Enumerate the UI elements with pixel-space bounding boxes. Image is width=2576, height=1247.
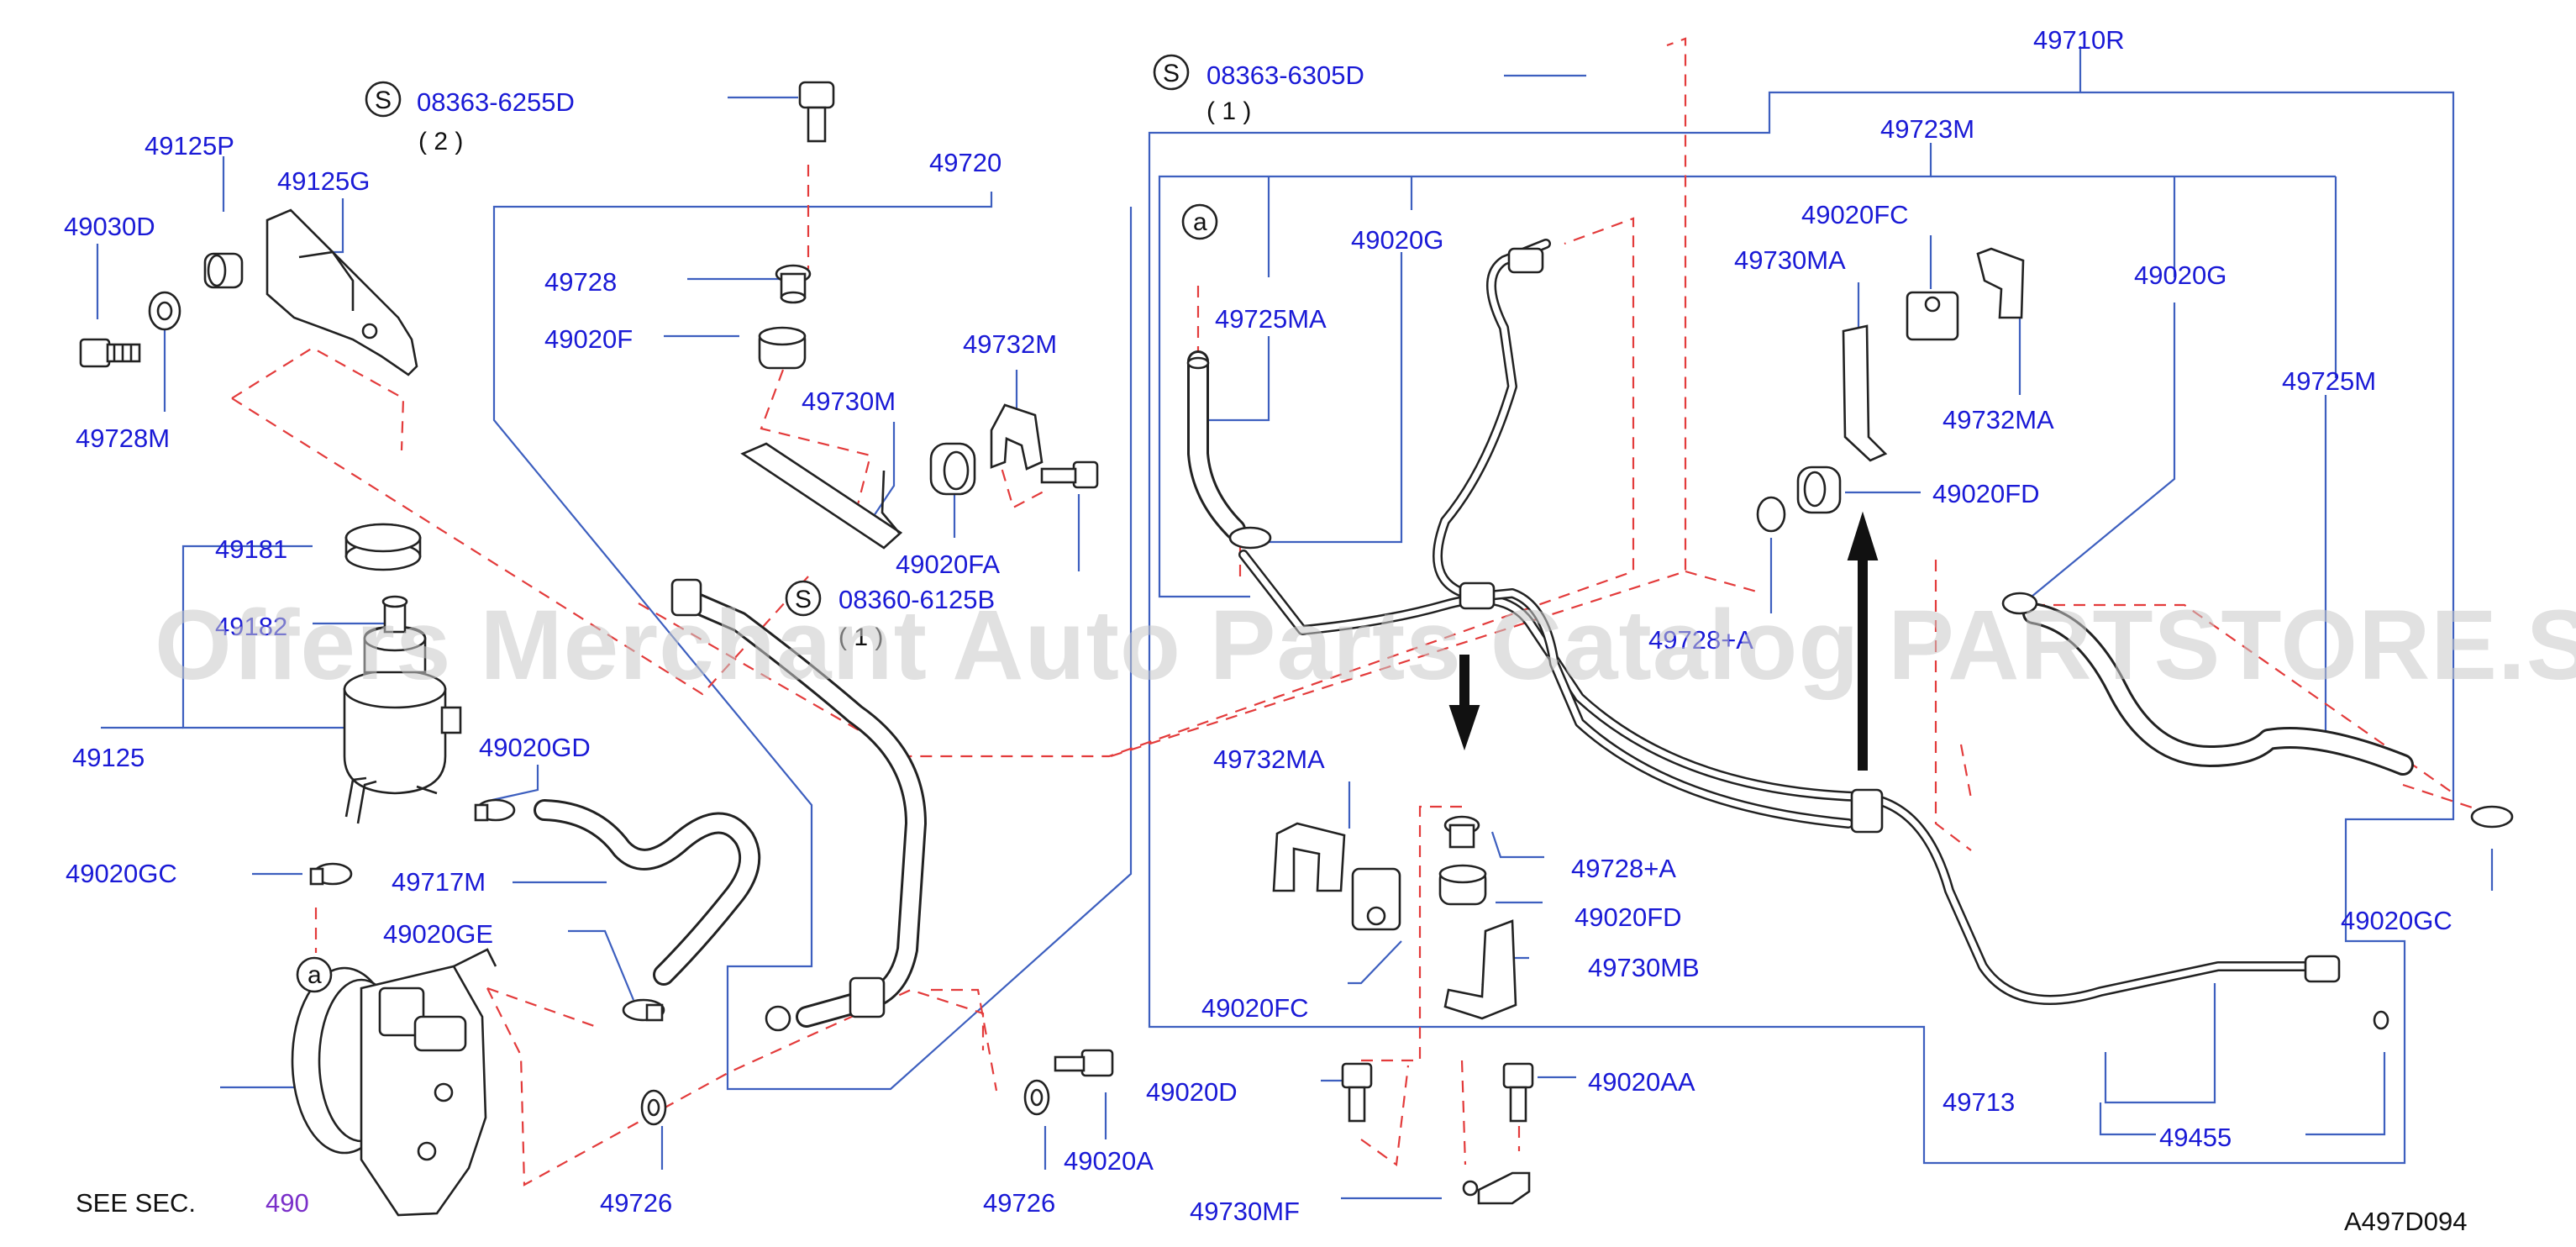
return-lines [1186,239,2514,1030]
part-49030d[interactable]: 49030D [64,212,155,241]
part-49710r[interactable]: 49710R [2033,25,2125,55]
pump-assembly [291,948,497,1217]
part-49730mf[interactable]: 49730MF [1190,1197,1300,1226]
reservoir-mount-parts [79,208,418,376]
screw-symbol-1 [365,81,402,118]
part-49020fc-mid[interactable]: 49020FC [1201,993,1309,1023]
part-49020fd-top[interactable]: 49020FD [1932,479,2040,508]
part-49726-left[interactable]: 49726 [600,1188,672,1218]
part-49020fa[interactable]: 49020FA [896,550,1000,579]
part-49728m[interactable]: 49728M [76,424,170,453]
part-49717m[interactable]: 49717M [392,867,486,897]
screw-code-3[interactable]: 08360-6125B [839,585,995,614]
part-49020aa[interactable]: 49020AA [1588,1067,1695,1097]
part-49020gc-right[interactable]: 49020GC [2341,906,2452,935]
hose-clamps-left [309,798,665,1022]
part-49125p[interactable]: 49125P [145,131,234,160]
screw-qty-1: ( 2 ) [418,128,463,155]
screw-symbol-2-letter: S [1163,60,1180,87]
part-49732ma-mid[interactable]: 49732MA [1213,745,1325,774]
part-49720[interactable]: 49720 [929,148,1001,177]
part-49732ma-top[interactable]: 49732MA [1943,405,2054,434]
part-49020f[interactable]: 49020F [544,324,633,354]
part-49125[interactable]: 49125 [72,743,145,772]
part-49020fd-mid[interactable]: 49020FD [1575,902,1682,932]
part-49455[interactable]: 49455 [2159,1123,2232,1152]
part-49728[interactable]: 49728 [544,267,617,297]
hose-49717m [534,799,761,986]
part-49730m[interactable]: 49730M [802,387,896,416]
part-49020g-mid[interactable]: 49020G [1351,225,1443,255]
reference-a-top [1181,203,1218,240]
part-49726-mid[interactable]: 49726 [983,1188,1055,1218]
screw-symbol-3-letter: S [795,586,812,613]
screw-qty-2: ( 1 ) [1207,97,1251,125]
bracket-49125g [265,208,418,376]
figure-code: A497D094 [2344,1207,2468,1236]
screw-symbol-2 [1153,54,1190,91]
part-49020gd[interactable]: 49020GD [479,733,591,762]
flow-arrows [1448,511,1879,771]
part-49181[interactable]: 49181 [215,534,287,564]
part-49725m[interactable]: 49725M [2282,366,2376,396]
see-section-label: SEE SEC. [76,1188,196,1218]
part-49728a-top[interactable]: 49728+A [1648,625,1753,655]
labels: S 08363-6255D ( 2 ) S 08363-6305D ( 1 ) … [64,25,2468,1236]
part-49020g-right[interactable]: 49020G [2134,260,2226,290]
watermark: Offers Merchant Auto Parts Catalog PARTS… [155,590,2576,701]
part-49713[interactable]: 49713 [1943,1087,2015,1117]
part-49125g[interactable]: 49125G [277,166,370,196]
part-49020d[interactable]: 49020D [1146,1077,1238,1107]
part-49723m[interactable]: 49723M [1880,114,1974,144]
screw-symbol-1-letter: S [375,87,392,114]
screw-code-2[interactable]: 08363-6305D [1207,61,1364,90]
part-49732m[interactable]: 49732M [963,329,1057,359]
hoses-upper [670,81,1099,1032]
bolt-49030d [79,338,141,368]
part-49728a-mid[interactable]: 49728+A [1571,854,1676,883]
part-49020fc-top[interactable]: 49020FC [1801,200,1909,229]
part-49020a[interactable]: 49020A [1064,1146,1154,1176]
reservoir-49125 [343,523,462,824]
see-section-link[interactable]: 490 [265,1188,309,1218]
clips-right [1272,247,2025,1205]
screw-qty-3: ( 1 ) [839,624,883,651]
screw-code-1[interactable]: 08363-6255D [417,87,575,117]
part-49725ma[interactable]: 49725MA [1215,304,1327,334]
part-49182[interactable]: 49182 [215,612,287,641]
screw-symbol-3 [785,580,822,617]
part-49730mb[interactable]: 49730MB [1588,953,1700,982]
reference-a-bottom-letter: a [308,961,322,989]
part-49730ma[interactable]: 49730MA [1734,245,1846,275]
reference-a-top-letter: a [1193,208,1207,236]
grommet-49125p [203,252,244,289]
assembly-lines [231,37,2501,1186]
leader-lines [96,46,2494,1200]
reference-a-bottom [296,956,333,993]
bolts-lower [640,1049,1534,1126]
part-49020gc-left[interactable]: 49020GC [66,859,177,888]
part-49020ge[interactable]: 49020GE [383,919,493,949]
